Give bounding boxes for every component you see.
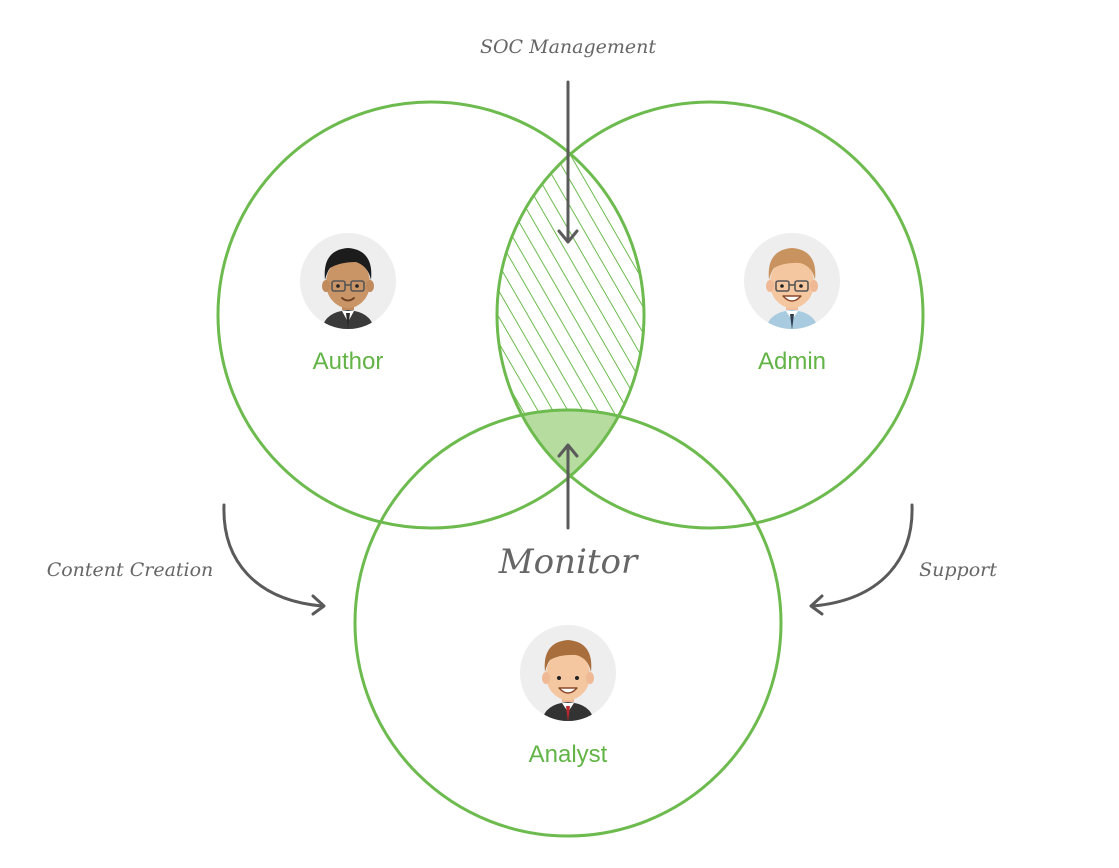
analyst-circle (353, 408, 783, 838)
analyst-label: Analyst (529, 741, 608, 768)
support-arrow (809, 503, 914, 616)
soc-management-label: SOC Management (480, 36, 656, 58)
monitor-label: Monitor (498, 542, 639, 582)
support-label: Support (919, 559, 997, 581)
analyst-avatar-icon (520, 625, 616, 721)
content-creation-label: Content Creation (47, 559, 214, 581)
author-label: Author (313, 348, 384, 375)
content-creation-arrow (222, 503, 326, 616)
author-circle (216, 100, 646, 530)
soc-management-arrow (557, 80, 579, 244)
monitor-arrow (557, 443, 579, 530)
admin-label: Admin (758, 348, 826, 375)
admin-avatar-icon (744, 233, 840, 329)
author-avatar-icon (300, 233, 396, 329)
admin-circle (495, 100, 925, 530)
